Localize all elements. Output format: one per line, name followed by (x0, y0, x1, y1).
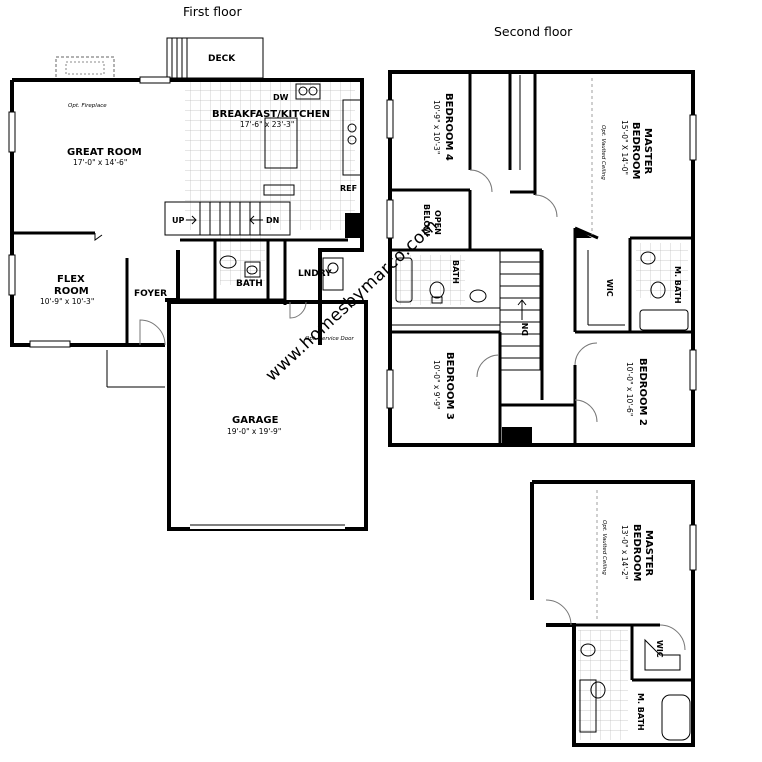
flex-room-label-line2: ROOM (54, 286, 89, 297)
great-room-size: 17'-0" x 14'-6" (73, 158, 127, 167)
stairs-down-label: DN (266, 216, 279, 225)
open-below-label-line2: BELOW (422, 204, 431, 236)
breakfast-kitchen-size: 17'-6" x 23'-3" (240, 120, 294, 129)
laundry-label: LNDRY (298, 269, 332, 279)
second-bath-label: BATH (451, 260, 460, 284)
bath-label: BATH (236, 279, 263, 289)
master-bedroom-label-line1: MASTER (642, 128, 653, 175)
breakfast-kitchen-label: BREAKFAST/KITCHEN (212, 109, 330, 120)
first-floor-exterior-wall (10, 78, 364, 347)
master-bath-label: M. BATH (673, 266, 682, 304)
great-room-label: GREAT ROOM (67, 147, 142, 158)
first-floor-plan: DECK Opt. Fireplace UP DN (8, 37, 368, 531)
garage-size: 19'-0" x 19'-9" (227, 427, 281, 436)
opt-service-door-note: Opt. Service Door (305, 336, 355, 342)
alt-master-size: 13'-0" x 14'-2" (620, 525, 629, 579)
opt-vaulted-ceiling-note: Opt. Vaulted Ceiling (600, 125, 606, 180)
refrigerator-label: REF (340, 184, 357, 193)
alternate-master-plan: MASTER BEDROOM 13'-0" x 14'-2" Opt. Vaul… (530, 480, 697, 747)
bedroom3-label: BEDROOM 3 (444, 352, 455, 420)
second-floor-title: Second floor (494, 24, 573, 39)
second-floor-plan: DN BEDROOM 4 10'-9" x 10'-3" MASTER BEDR… (386, 70, 697, 447)
alt-opt-vaulted-ceiling-note: Opt. Vaulted Ceiling (601, 520, 607, 575)
first-floor-title: First floor (183, 4, 242, 19)
upstairs-down-label: DN (521, 323, 530, 336)
foyer-label: FOYER (134, 289, 167, 299)
alt-wic-label: WIC (655, 640, 664, 658)
master-bedroom-size: 15'-0" X 14'-0" (620, 120, 629, 175)
alt-master-label-line2: BEDROOM (631, 524, 642, 581)
alt-master-bath-label: M. BATH (636, 693, 645, 731)
fireplace-outline (55, 56, 115, 80)
master-bedroom-label-line2: BEDROOM (630, 122, 641, 179)
flex-room-label-line1: FLEX (57, 274, 85, 285)
deck-label: DECK (208, 54, 236, 64)
flex-room-size: 10'-9" x 10'-3" (40, 297, 94, 306)
bedroom2-label: BEDROOM 2 (637, 358, 648, 426)
bedroom3-size: 10'-0" x 9'-9" (432, 360, 441, 410)
wic-label: WIC (605, 279, 614, 297)
opt-fireplace-note: Opt. Fireplace (68, 103, 107, 109)
bedroom4-label: BEDROOM 4 (443, 93, 454, 161)
dishwasher-label: DW (273, 93, 289, 102)
open-below-label-line1: OPEN (433, 210, 442, 235)
second-floor-exterior-wall (388, 70, 695, 447)
refrigerator (345, 213, 360, 238)
bedroom4-size: 10'-9" x 10'-3" (432, 100, 441, 154)
garage-label: GARAGE (232, 415, 279, 426)
stairs-up-label: UP (172, 216, 184, 225)
alt-master-label-line1: MASTER (643, 530, 654, 577)
bedroom2-size: 10'-0" x 10'-6" (625, 362, 634, 416)
